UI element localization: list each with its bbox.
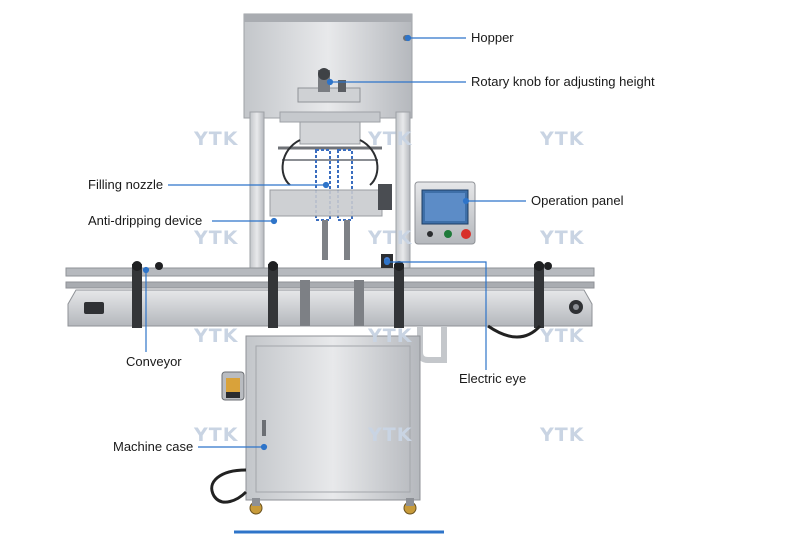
watermark: YTK: [540, 424, 585, 446]
label-rotary-knob: Rotary knob for adjusting height: [471, 74, 655, 89]
conveyor-body: [65, 261, 595, 328]
watermark: YTK: [368, 227, 413, 249]
watermark: YTK: [368, 325, 413, 347]
callout-lines: [142, 34, 526, 451]
watermark: YTK: [194, 325, 239, 347]
watermark: YTK: [540, 128, 585, 150]
label-hopper: Hopper: [471, 30, 514, 45]
label-anti-dripping-device: Anti-dripping device: [88, 213, 203, 228]
watermark: YTK: [368, 128, 413, 150]
cable: [487, 324, 542, 339]
watermark: YTK: [368, 424, 413, 446]
piston-assembly: [269, 121, 392, 260]
side-pipe: [417, 326, 447, 363]
label-operation-panel: Operation panel: [531, 193, 624, 208]
watermark: YTK: [194, 227, 239, 249]
label-electric-eye: Electric eye: [459, 371, 527, 386]
watermark: YTK: [540, 227, 585, 249]
power-cord: [210, 468, 248, 504]
air-filter: [221, 371, 245, 401]
machine-case-body: [245, 335, 421, 515]
watermark: YTK: [540, 325, 585, 347]
label-conveyor: Conveyor: [126, 354, 182, 369]
watermark: YTK: [194, 128, 239, 150]
label-machine-case: Machine case: [113, 439, 194, 454]
rotary-knob: [297, 68, 361, 103]
operation-panel-body: [414, 181, 476, 245]
label-filling-nozzle: Filling nozzle: [88, 177, 164, 192]
watermark: YTK: [194, 424, 239, 446]
